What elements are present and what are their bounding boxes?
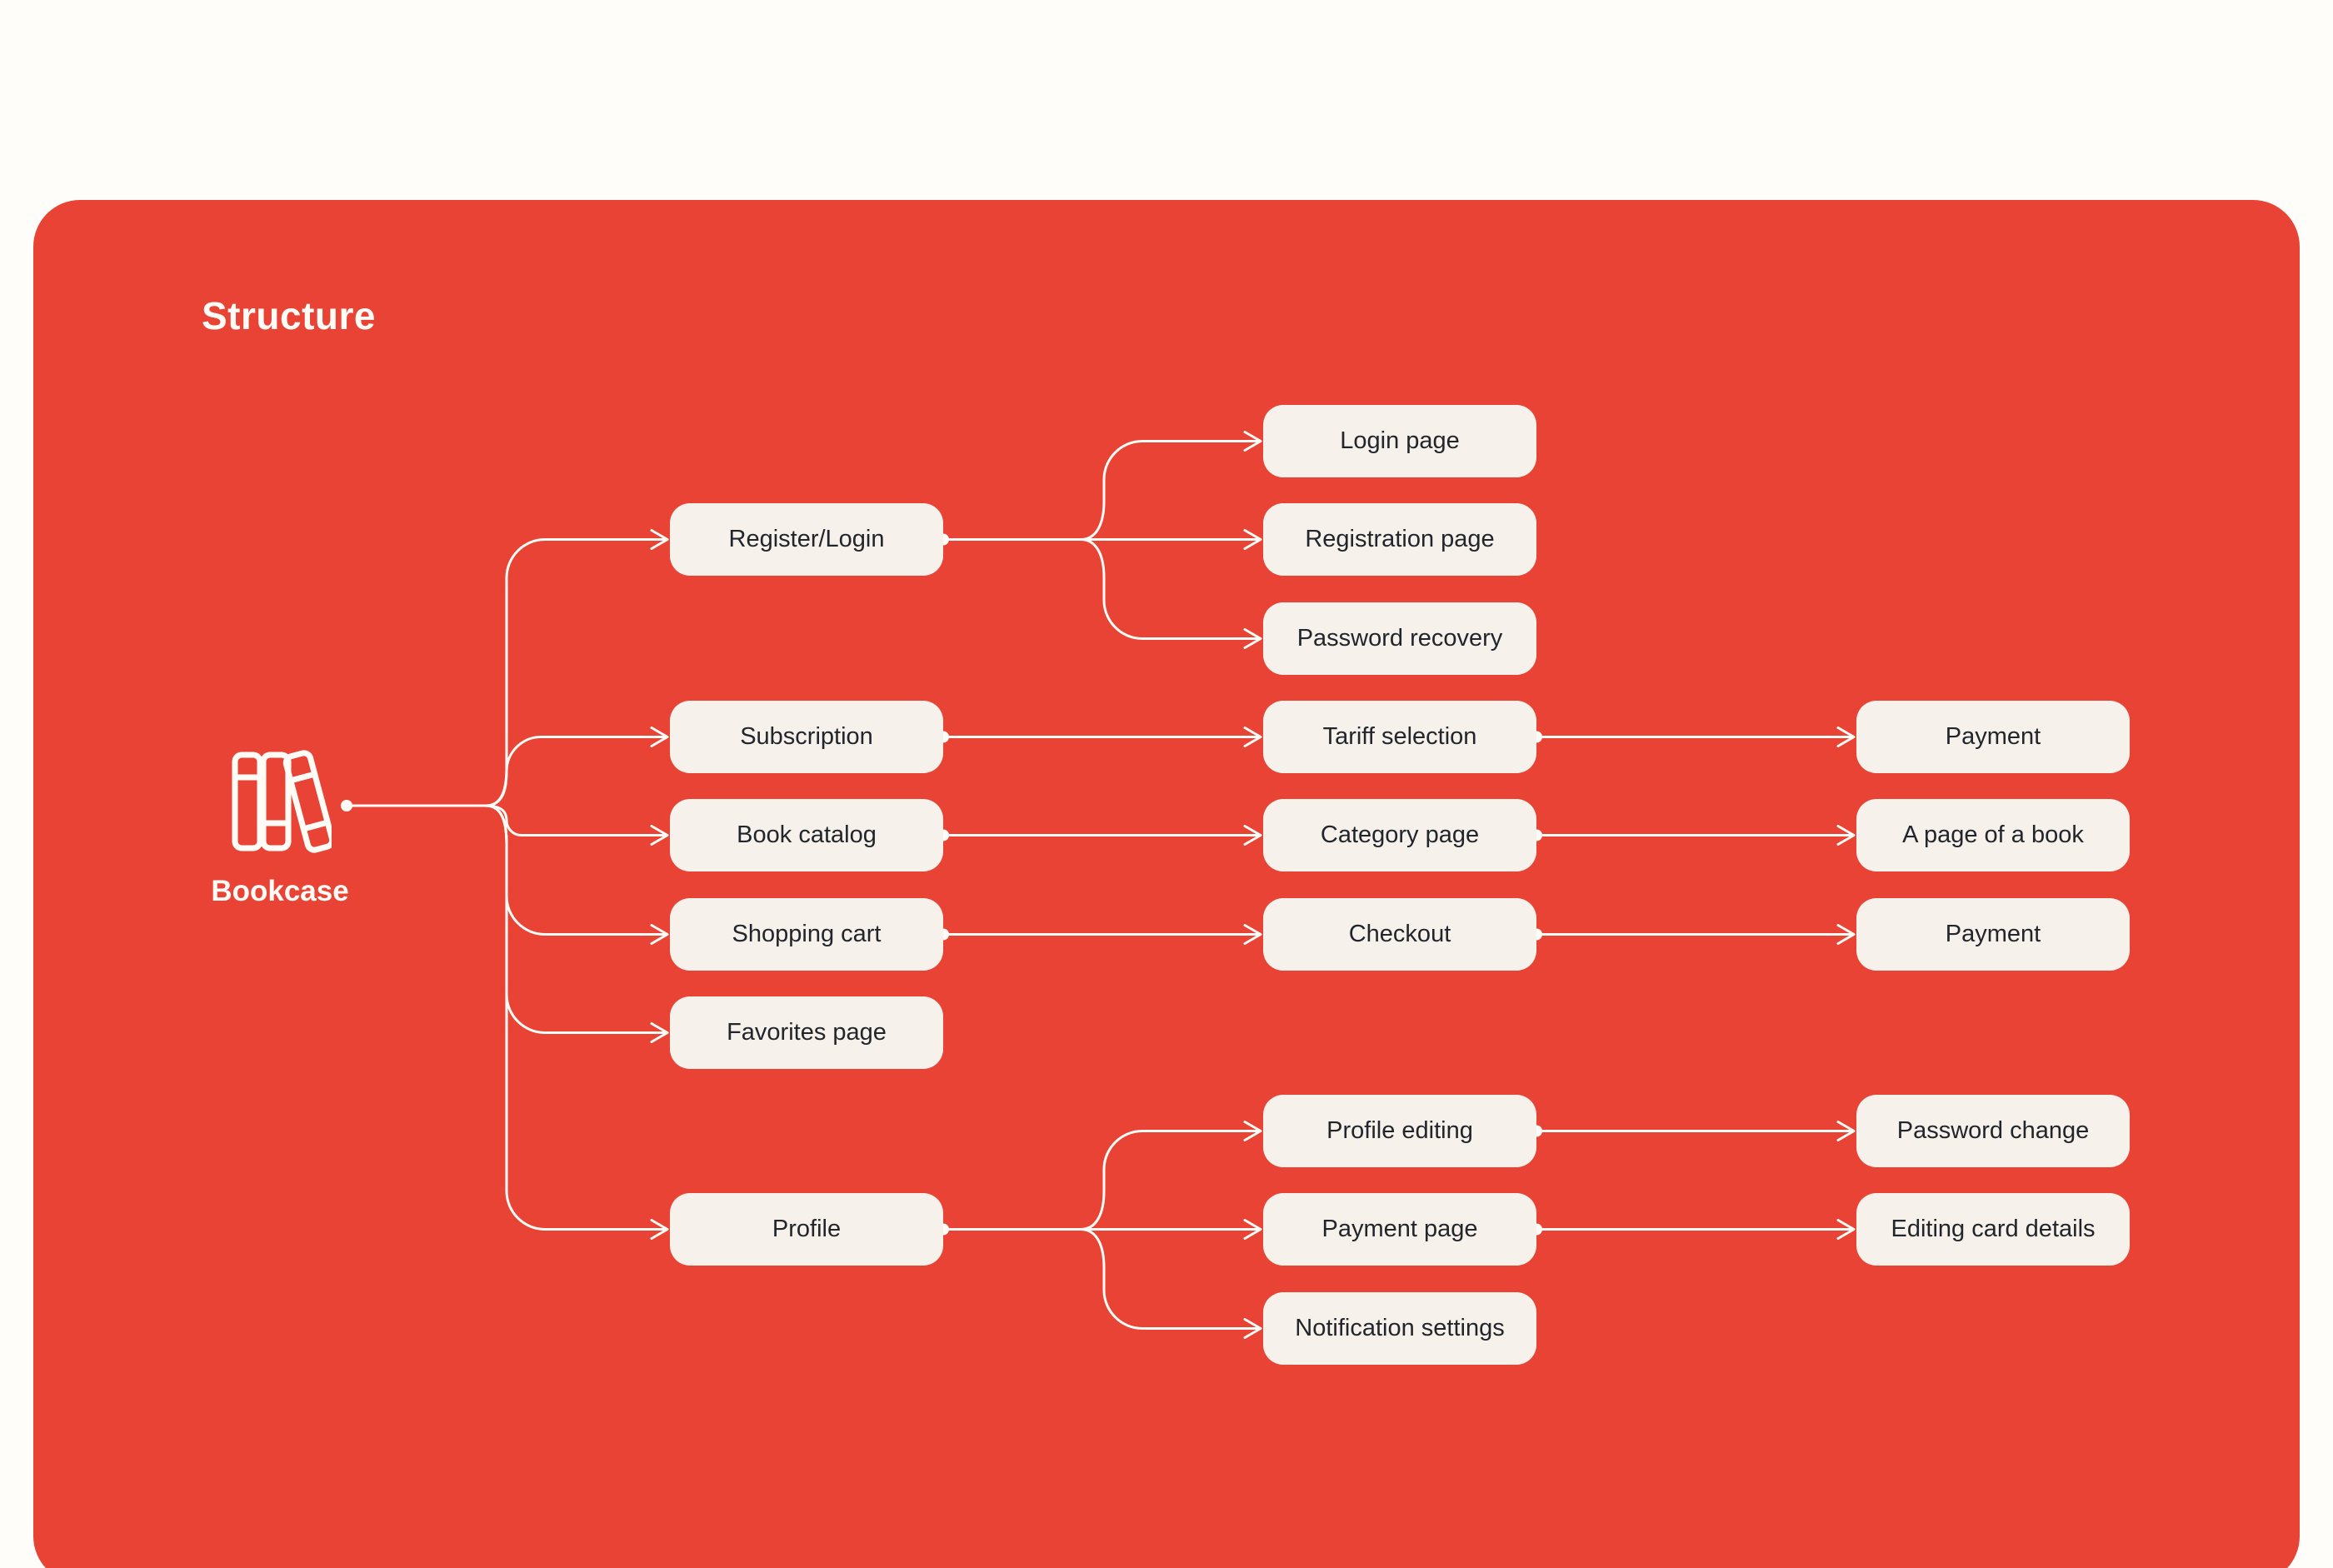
node-login-page[interactable]: Login page — [1263, 405, 1536, 477]
node-registration-page[interactable]: Registration page — [1263, 503, 1536, 576]
root-node-label: Bookcase — [211, 875, 349, 907]
node-notification-settings[interactable]: Notification settings — [1263, 1292, 1536, 1365]
node-shopping-cart[interactable]: Shopping cart — [670, 898, 943, 971]
node-register-login[interactable]: Register/Login — [670, 503, 943, 576]
node-tariff-selection[interactable]: Tariff selection — [1263, 701, 1536, 773]
node-favorites-page[interactable]: Favorites page — [670, 996, 943, 1069]
structure-card — [33, 200, 2300, 1568]
node-profile-editing[interactable]: Profile editing — [1263, 1095, 1536, 1167]
node-password-change[interactable]: Password change — [1856, 1095, 2130, 1167]
node-profile[interactable]: Profile — [670, 1193, 943, 1266]
node-editing-card-details[interactable]: Editing card details — [1856, 1193, 2130, 1266]
node-subscription[interactable]: Subscription — [670, 701, 943, 773]
node-book-catalog[interactable]: Book catalog — [670, 799, 943, 871]
root-node-bookcase[interactable]: Bookcase — [200, 750, 360, 908]
node-payment-subscription[interactable]: Payment — [1856, 701, 2130, 773]
node-category-page[interactable]: Category page — [1263, 799, 1536, 871]
node-password-recovery[interactable]: Password recovery — [1263, 602, 1536, 675]
node-payment-checkout[interactable]: Payment — [1856, 898, 2130, 971]
books-icon — [232, 750, 332, 853]
node-payment-page[interactable]: Payment page — [1263, 1193, 1536, 1266]
page-title: Structure — [202, 294, 376, 337]
node-checkout[interactable]: Checkout — [1263, 898, 1536, 971]
node-a-page-of-a-book[interactable]: A page of a book — [1856, 799, 2130, 871]
